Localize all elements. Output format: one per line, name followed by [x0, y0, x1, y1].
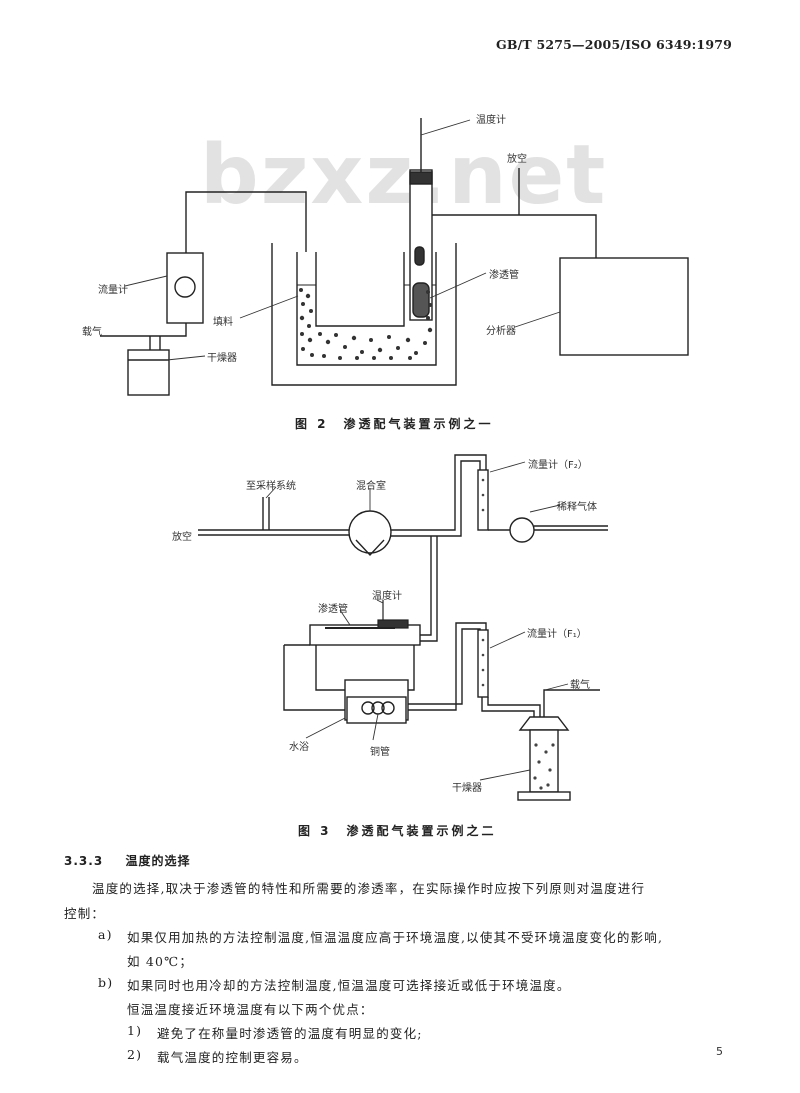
fig3-label-to-sampling: 至采样系统 [246, 481, 296, 492]
fig3-label-flow-meter-f2: 流量计（F₂） [528, 460, 588, 471]
figure-2-caption: 图 2 渗透配气装置示例之一 [295, 417, 494, 431]
fig2-label-vent: 放空 [507, 154, 527, 165]
list-item-a-line-2: 如 40℃； [127, 954, 194, 969]
paragraph-line-1: 温度的选择,取决于渗透管的特性和所需要的渗透率，在实际操作时应按下列原则对温度进… [92, 881, 646, 896]
fig2-label-carrier-gas: 载气 [82, 327, 102, 338]
section-heading: 3.3.3 温度的选择 [64, 852, 191, 869]
list-item-b-marker: b) [98, 975, 114, 990]
fig2-label-flow-meter: 流量计 [98, 285, 128, 296]
fig3-label-drier: 干燥器 [452, 783, 482, 794]
sub-item-1-text: 避免了在称量时渗透管的温度有明显的变化; [157, 1026, 423, 1041]
sub-item-1-marker: 1) [127, 1023, 143, 1038]
list-item-b-line-1: 如果同时也用冷却的方法控制温度,恒温温度可选择接近或低于环境温度。 [127, 978, 571, 993]
page-number: 5 [716, 1045, 723, 1058]
figure-3-caption: 图 3 渗透配气装置示例之二 [298, 824, 497, 838]
fig3-label-flow-meter-f1: 流量计（F₁） [527, 629, 587, 640]
section-number: 3.3.3 [64, 854, 104, 868]
figure-3-diagram [198, 454, 608, 801]
section-title: 温度的选择 [125, 854, 191, 868]
list-item-a-line-1: 如果仅用加热的方法控制温度,恒温温度应高于环境温度,以使其不受环境温度变化的影响… [127, 930, 664, 945]
fig2-label-analyzer: 分析器 [486, 326, 516, 337]
fig3-label-vent: 放空 [172, 532, 192, 543]
fig3-label-carrier-gas: 载气 [570, 680, 590, 691]
fig3-label-copper-tube: 铜管 [370, 747, 390, 758]
fig2-label-filler: 填料 [213, 317, 233, 328]
fig2-label-thermometer: 温度计 [476, 115, 506, 126]
sub-item-2-marker: 2) [127, 1047, 143, 1062]
fig3-label-permeation-tube: 渗透管 [318, 604, 348, 615]
figure-2-diagram [100, 118, 689, 396]
sub-item-2-text: 载气温度的控制更容易。 [157, 1050, 308, 1065]
fig3-label-water-bath: 水浴 [289, 742, 309, 753]
list-item-b-line-2: 恒温温度接近环境温度有以下两个优点： [127, 1002, 374, 1017]
fig3-label-mixing-chamber: 混合室 [356, 481, 386, 492]
list-item-a-marker: a) [98, 927, 113, 942]
fig2-label-drier: 干燥器 [207, 353, 237, 364]
paragraph-line-2: 控制： [64, 906, 106, 921]
fig3-label-thermometer: 温度计 [372, 591, 402, 602]
standard-number: GB/T 5275—2005/ISO 6349:1979 [496, 37, 733, 52]
watermark: bzxz.net [200, 128, 608, 223]
fig2-label-permeation-tube: 渗透管 [489, 270, 519, 281]
fig3-label-dilution-gas: 稀释气体 [557, 502, 597, 513]
